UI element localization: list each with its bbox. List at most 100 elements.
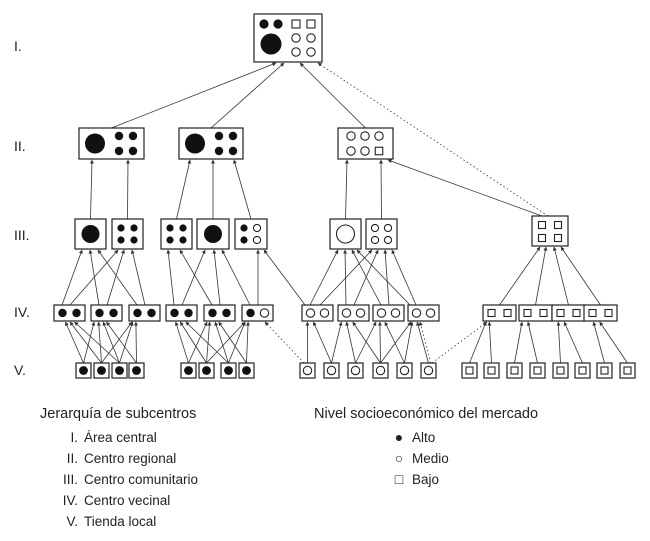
neighborhood-center-node	[337, 304, 370, 322]
open-circle-icon	[335, 224, 356, 244]
local-store-node	[323, 362, 340, 379]
connection-line	[404, 321, 414, 364]
local-store-node	[111, 362, 128, 379]
connection-line	[65, 321, 84, 364]
filled-circle-icon	[117, 236, 125, 244]
community-center-node	[329, 218, 362, 250]
connection-line	[499, 246, 541, 306]
connection-line	[599, 321, 628, 364]
hierarchy-legend-item: IV.Centro vecinal	[40, 490, 198, 511]
hierarchy-legend: Jerarquía de subcentros I.Área central I…	[40, 406, 198, 532]
open-circle-icon	[390, 308, 401, 318]
local-store-node	[506, 362, 523, 379]
level-label-1: I.	[14, 38, 22, 54]
open-square-icon	[537, 233, 547, 243]
connection-line	[130, 249, 146, 306]
connection-line	[61, 249, 83, 306]
filled-circle-icon	[185, 133, 205, 154]
neighborhood-center-node	[301, 304, 334, 322]
community-center-node	[74, 218, 107, 250]
filled-circle-icon	[133, 308, 142, 318]
open-square-icon	[623, 366, 632, 375]
filled-circle-icon	[228, 146, 238, 156]
filled-circle-icon	[72, 308, 81, 318]
connection-line	[526, 321, 538, 364]
hierarchy-legend-num: III.	[62, 472, 78, 487]
connection-line	[228, 321, 246, 364]
filled-circle-icon	[179, 236, 187, 244]
filled-circle-icon	[259, 19, 269, 29]
open-circle-icon	[306, 33, 316, 43]
filled-circle-icon	[222, 308, 231, 318]
connection-line	[299, 62, 366, 129]
connection-line	[383, 249, 390, 306]
connection-line	[377, 321, 382, 364]
connection-line	[166, 249, 175, 306]
connection-line	[206, 321, 212, 364]
open-square-icon	[487, 366, 496, 375]
filled-circle-icon	[240, 236, 248, 244]
connection-line	[431, 321, 488, 364]
open-circle-icon	[346, 146, 356, 156]
open-circle-icon	[411, 308, 422, 318]
connection-line	[352, 321, 381, 364]
open-square-icon	[604, 308, 613, 318]
filled-circle-icon	[224, 366, 233, 375]
filled-circle-icon	[273, 19, 283, 29]
neighborhood-center-node	[203, 304, 236, 322]
open-circle-icon	[291, 33, 301, 43]
filled-circle-icon	[184, 308, 193, 318]
connection-line	[344, 159, 349, 220]
filled-circle-icon	[97, 366, 106, 375]
local-store-node	[220, 362, 237, 379]
open-square-icon	[503, 308, 512, 318]
local-store-node	[299, 362, 316, 379]
open-square-icon	[539, 308, 548, 318]
connection-line	[563, 321, 583, 364]
hierarchy-legend-num: V.	[66, 514, 78, 529]
open-square-icon	[600, 366, 609, 375]
hierarchy-legend-label: Centro regional	[84, 451, 177, 466]
open-circle-icon	[341, 308, 352, 318]
level-label-5: V.	[14, 362, 26, 378]
connection-line	[319, 249, 373, 306]
local-store-node	[529, 362, 546, 379]
open-square-icon	[556, 308, 565, 318]
hierarchy-legend-num: IV.	[62, 493, 78, 508]
connection-line	[245, 321, 250, 364]
open-square-icon	[588, 308, 597, 318]
connection-line	[221, 249, 251, 306]
neighborhood-center-node	[90, 304, 123, 322]
open-circle-icon	[370, 235, 380, 245]
open-circle-icon	[360, 146, 370, 156]
connection-line	[212, 249, 221, 306]
hierarchy-legend-label: Tienda local	[84, 514, 157, 529]
connection-line	[89, 159, 94, 220]
open-circle-icon	[326, 365, 337, 376]
filled-circle-icon	[115, 366, 124, 375]
open-square-icon	[523, 308, 532, 318]
level-label-3: III.	[14, 227, 30, 243]
filled-circle-icon	[166, 224, 174, 232]
filled-circle-icon	[214, 146, 224, 156]
filled-circle-icon	[95, 308, 104, 318]
connection-line	[210, 62, 285, 129]
hierarchy-legend-label: Centro comunitario	[84, 472, 199, 487]
filled-circle-icon	[147, 308, 156, 318]
open-square-icon	[572, 308, 581, 318]
connection-line	[535, 246, 548, 306]
connection-line	[96, 321, 102, 364]
open-square-icon	[578, 366, 587, 375]
filled-circle-icon	[130, 224, 138, 232]
market-legend: Nivel socioeconómico del mercado ●Alto ○…	[314, 406, 538, 490]
connection-line	[88, 249, 100, 306]
open-circle-icon	[375, 365, 386, 376]
connection-line	[74, 321, 120, 364]
local-store-node	[596, 362, 613, 379]
hierarchy-legend-item: I.Área central	[40, 427, 198, 448]
connection-line	[380, 321, 412, 364]
connection-line	[343, 249, 348, 306]
open-square-icon	[553, 233, 563, 243]
filled-circle-icon	[114, 146, 124, 156]
